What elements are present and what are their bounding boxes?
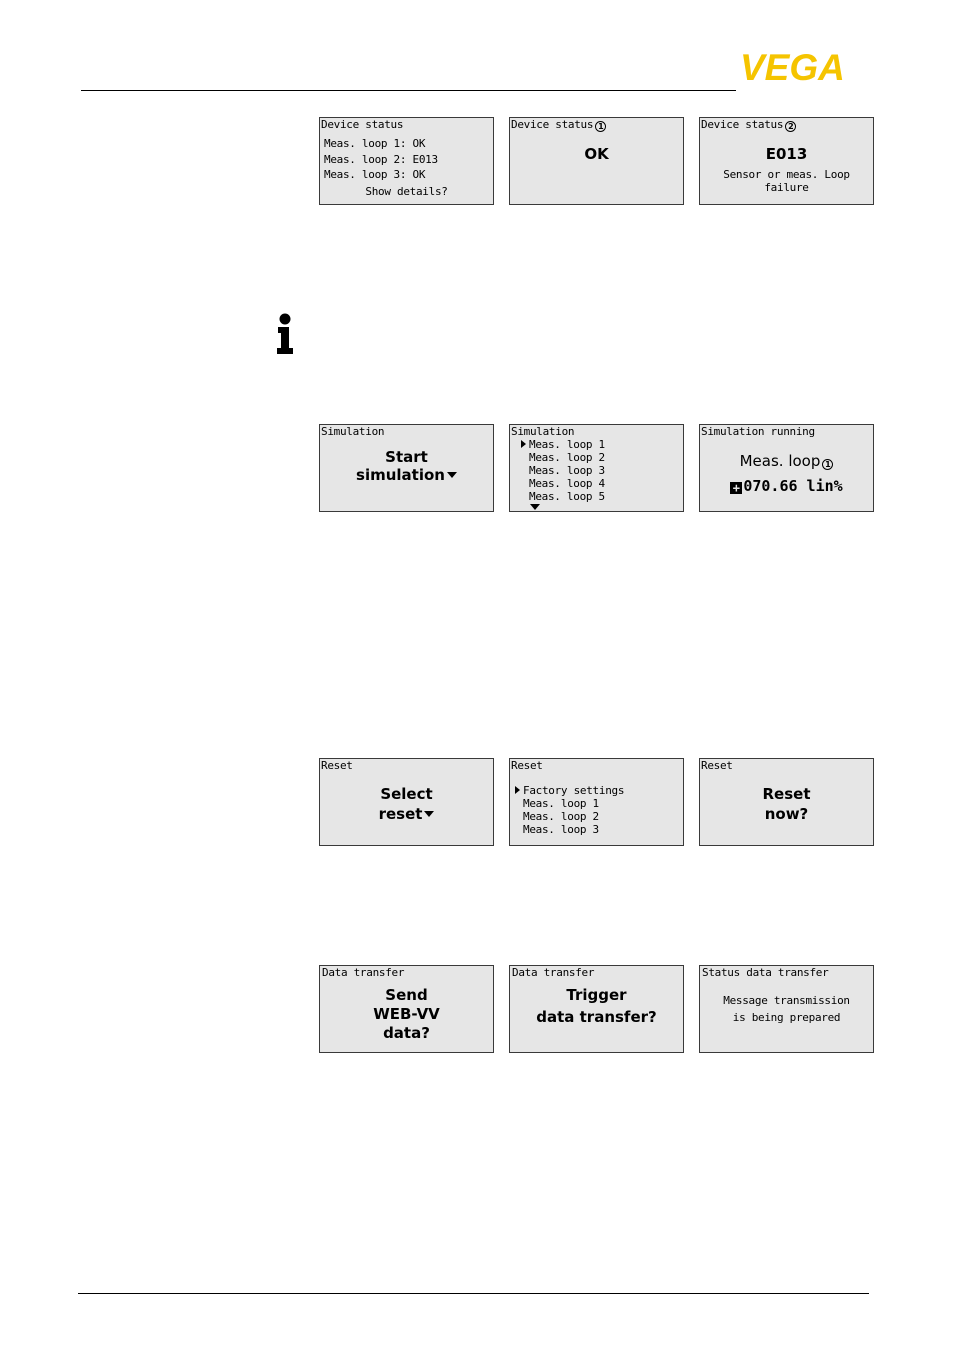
loop-status-line: Meas. loop 3: OK [324, 168, 426, 181]
list-item[interactable]: Meas. loop 3 [529, 464, 605, 477]
plus-sign-icon: + [730, 482, 743, 494]
screen-title: Reset [701, 759, 733, 772]
screen-title: Status data transfer [702, 966, 829, 979]
transmission-line2: is being prepared [732, 1011, 841, 1024]
screen-title: Reset [321, 759, 353, 772]
footer-rule [78, 1293, 869, 1294]
arrow-down-icon [446, 472, 457, 478]
info-icon [277, 313, 293, 354]
select-reset-option[interactable]: reset [320, 805, 493, 824]
loop-status-line: Meas. loop 1: OK [324, 137, 426, 150]
scroll-down-icon[interactable] [530, 504, 540, 510]
list-item[interactable]: Meas. loop 3 [523, 823, 599, 836]
loop-status-list: Meas. loop 1: OK Meas. loop 2: E013 Meas… [324, 136, 438, 183]
send-line: Send [385, 986, 428, 1004]
now-line: now? [764, 805, 809, 823]
list-item[interactable]: Meas. loop 2 [529, 451, 605, 464]
loop-number-icon: 1 [822, 459, 834, 470]
screen-title: Simulation [511, 425, 575, 438]
start-simulation-option[interactable]: simulation [320, 466, 493, 485]
transmission-line1: Message transmission [723, 994, 850, 1007]
list-item[interactable]: Meas. loop 2 [523, 810, 599, 823]
loop-list: Meas. loop 1 Meas. loop 2 Meas. loop 3 M… [521, 438, 605, 503]
list-item[interactable]: Factory settings [515, 784, 624, 797]
web-vv-line: WEB-VV [373, 1005, 440, 1023]
list-item[interactable]: Meas. loop 5 [529, 490, 605, 503]
error-message-line1: Sensor or meas. Loop [723, 168, 850, 181]
data-question-line: data? [383, 1024, 430, 1042]
display-data-transfer-trigger: Data transfer Trigger data transfer? [509, 965, 684, 1053]
list-item[interactable]: Meas. loop 1 [521, 438, 605, 451]
loop-number-icon: 2 [785, 121, 797, 132]
reset-line: Reset [762, 785, 811, 803]
reset-option-list: Factory settings Meas. loop 1 Meas. loop… [515, 784, 624, 836]
screen-title: Reset [511, 759, 543, 772]
selection-arrow-icon [515, 786, 520, 794]
screen-title: Data transfer [512, 966, 595, 979]
screen-title: Data transfer [322, 966, 405, 979]
screen-title: Simulation running [701, 425, 815, 438]
loop-number-icon: 1 [595, 121, 607, 132]
start-line: Start [385, 448, 428, 466]
vega-logo: VEGA [740, 47, 845, 88]
show-details-prompt[interactable]: Show details? [365, 185, 448, 198]
error-code: E013 [765, 145, 808, 163]
selection-arrow-icon [521, 440, 526, 448]
header-rule [81, 90, 736, 91]
list-item[interactable]: Meas. loop 1 [523, 797, 599, 810]
data-transfer-question-line: data transfer? [536, 1008, 657, 1026]
arrow-down-icon [424, 811, 435, 817]
display-status-data-transfer: Status data transfer Message transmissio… [699, 965, 874, 1053]
select-line: Select [380, 785, 433, 803]
display-reset-confirm: Reset Reset now? [699, 758, 874, 846]
display-device-status-overview: Device status Meas. loop 1: OK Meas. loo… [319, 117, 494, 205]
error-message-line2: failure [764, 181, 809, 194]
screen-title: Device status [321, 118, 404, 131]
display-reset-select: Reset Select reset [319, 758, 494, 846]
loop-status-line: Meas. loop 2: E013 [324, 152, 438, 166]
display-simulation-loop-list: Simulation Meas. loop 1 Meas. loop 2 Mea… [509, 424, 684, 512]
display-reset-options: Reset Factory settings Meas. loop 1 Meas… [509, 758, 684, 846]
display-simulation-start: Simulation Start simulation [319, 424, 494, 512]
simulated-value: +070.66 lin% [700, 477, 873, 496]
list-item[interactable]: Meas. loop 4 [529, 477, 605, 490]
trigger-line: Trigger [566, 986, 627, 1004]
screen-title: Simulation [321, 425, 385, 438]
status-value: OK [584, 145, 609, 163]
display-data-transfer-send: Data transfer Send WEB-VV data? [319, 965, 494, 1053]
